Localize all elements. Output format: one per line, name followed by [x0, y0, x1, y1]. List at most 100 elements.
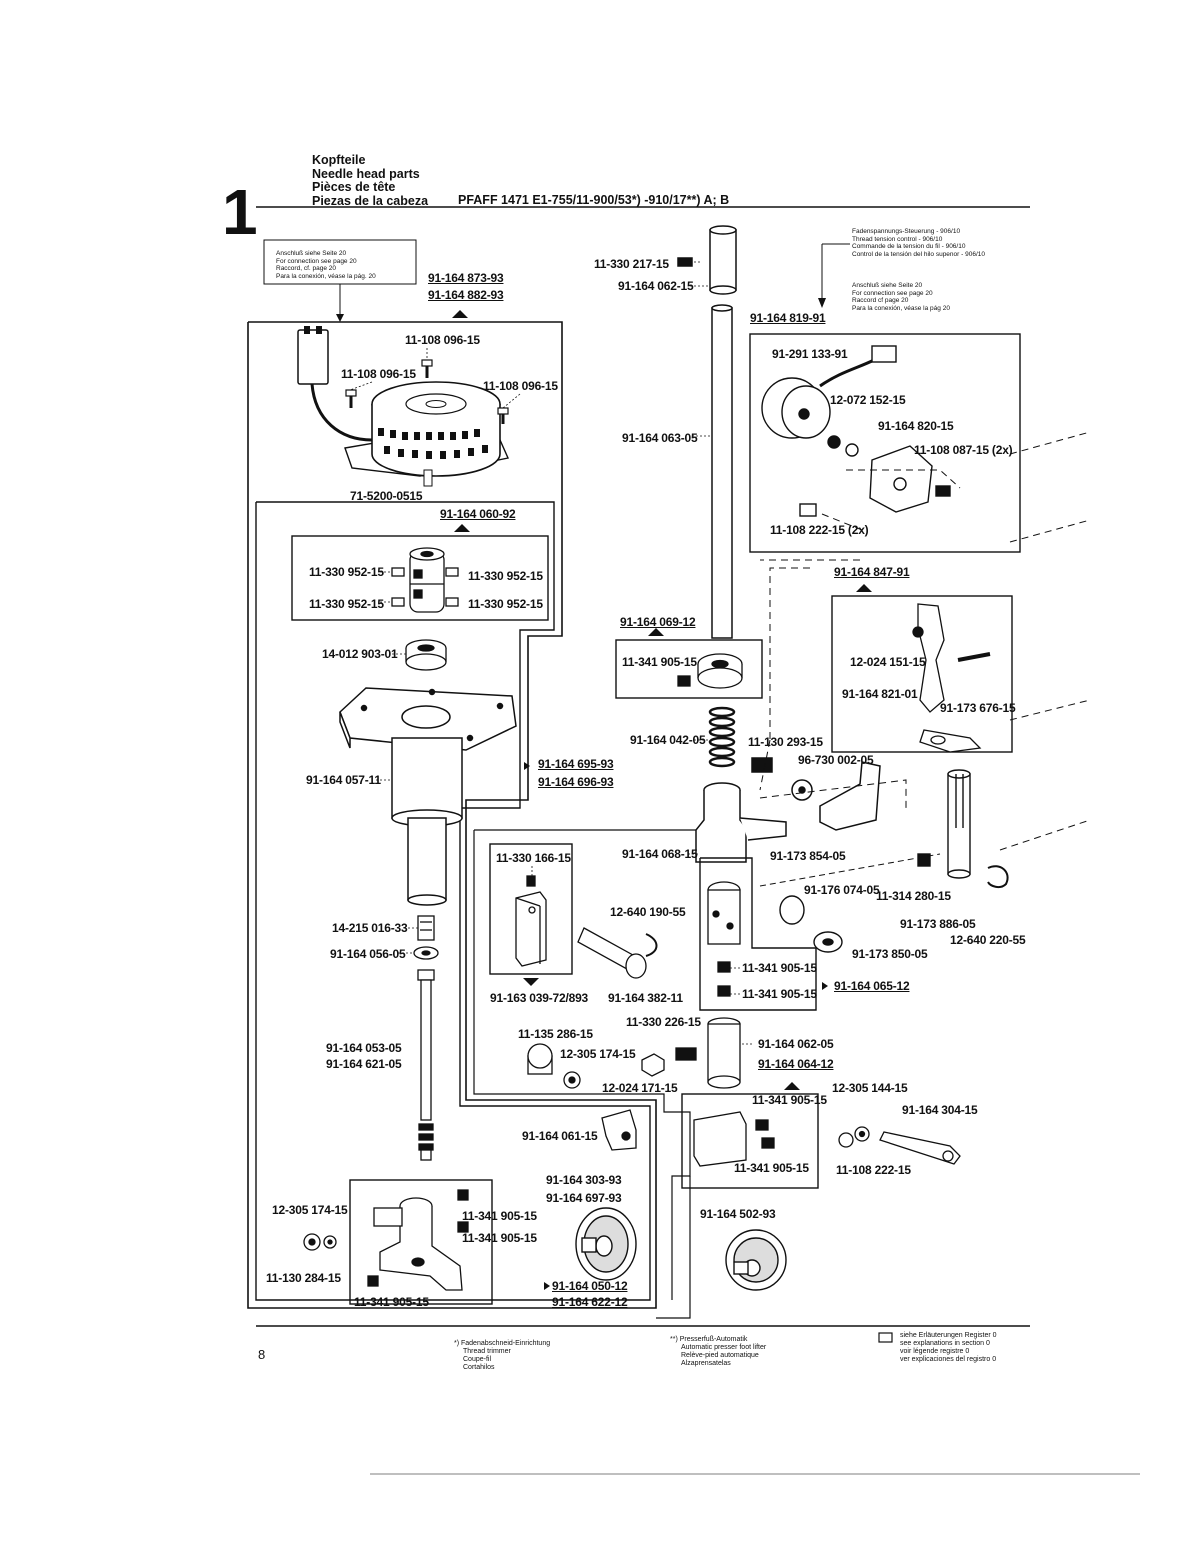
part-label: 11-341 905-15: [622, 655, 697, 669]
part-label: 91-164 821-01: [842, 687, 918, 701]
part-label: 91-164 622-12: [552, 1295, 628, 1309]
part-label: 91-164 068-15: [622, 847, 698, 861]
part-label: 91-164 063-05: [622, 431, 698, 445]
part-label: 11-108 096-15: [341, 367, 416, 381]
part-label: 11-330 952-15: [468, 569, 543, 583]
part-label: 91-164 820-15: [878, 419, 954, 433]
part-label: 96-730 002-05: [798, 753, 874, 767]
part-label: 91-164 053-05: [326, 1041, 402, 1055]
part-label: 11-108 087-15 (2x): [914, 443, 1013, 457]
footnote-thread-trimmer: *) Fadenabschneid-Einrichtung Thread tri…: [454, 1340, 551, 1371]
title-en: Needle head parts: [312, 166, 420, 181]
part-label: 12-305 174-15: [272, 1203, 348, 1217]
part-label: 71-5200-0515: [350, 489, 423, 503]
part-label: 11-341 905-15: [752, 1093, 827, 1107]
footnote-legend: siehe Erläuterungen Register 0 see expla…: [900, 1332, 997, 1363]
presser-foot-drawing: [912, 603, 991, 753]
title-es: Piezas de la cabeza: [312, 193, 429, 208]
needle-clamp-drawing: [303, 1189, 469, 1291]
part-label: 11-330 226-15: [626, 1015, 701, 1029]
tension-motor-drawing: [761, 345, 951, 517]
part-label: 91-164 304-15: [902, 1103, 978, 1117]
part-label: 11-314 280-15: [876, 889, 951, 903]
part-label: 11-130 284-15: [266, 1271, 341, 1285]
model-designation: PFAFF 1471 E1-755/11-900/53*) -910/17**)…: [458, 193, 730, 207]
subgroup-819-91: [749, 333, 1021, 553]
part-label: 11-108 222-15: [836, 1163, 911, 1177]
part-label: 11-330 166-15: [496, 851, 571, 865]
presser-bar-drawing: [677, 225, 737, 639]
part-label: 11-341 905-15: [742, 961, 817, 975]
part-label: 91-164 819-91: [750, 311, 826, 325]
part-label: 11-330 952-15: [309, 565, 384, 579]
part-label: 91-164 382-11: [608, 991, 683, 1005]
ball-bearing-drawing: [405, 639, 447, 671]
part-label: 91-164 695-93: [538, 757, 614, 771]
subgroup-166-15: [489, 843, 573, 975]
part-label: 91-163 039-72/893: [490, 991, 589, 1005]
part-label: 91-164 062-05: [758, 1037, 834, 1051]
subgroup-064-12: [681, 1093, 819, 1189]
part-label: 91-164 061-15: [522, 1129, 598, 1143]
title-de: Kopfteile: [312, 153, 366, 167]
tension-control-note: Fadenspannungs-Steuerung - 906/10 Thread…: [852, 228, 985, 258]
part-label: 91-164 060-92: [440, 507, 516, 521]
part-label: 12-640 190-55: [610, 905, 686, 919]
needle-bar-parts-drawing: [413, 915, 439, 1161]
part-label: 91-164 303-93: [546, 1173, 622, 1187]
part-label: 91-164 847-91: [834, 565, 910, 579]
part-label: 91-164 696-93: [538, 775, 614, 789]
part-label: 12-072 152-15: [830, 393, 906, 407]
connection-note-right: Anschluß siehe Seite 20 For connection s…: [852, 282, 950, 312]
lifting-shaft-drawing: [759, 769, 1009, 953]
part-label: 11-341 905-15: [462, 1209, 537, 1223]
part-label: 91-173 886-05: [900, 917, 976, 931]
part-label: 12-024 171-15: [602, 1081, 678, 1095]
part-label: 12-305 144-15: [832, 1081, 908, 1095]
part-label: 91-291 133-91: [772, 347, 848, 361]
coupling-drawing: [391, 547, 459, 613]
part-label: 12-305 174-15: [560, 1047, 636, 1061]
part-label: 12-640 220-55: [950, 933, 1026, 947]
section-titles: Kopfteile Needle head parts Pièces de tê…: [312, 153, 429, 208]
part-label: 91-164 057-11: [306, 773, 381, 787]
bevel-gear-drawing: [575, 1207, 787, 1291]
subgroup-847-91: [831, 595, 1013, 753]
assembly-outline-left: [247, 321, 657, 1309]
part-label: 91-164 050-12: [552, 1279, 628, 1293]
connection-note-left: Anschluß siehe Seite 20 For connection s…: [276, 250, 376, 280]
subgroup-069-12: [615, 639, 763, 699]
part-label: 91-164 621-05: [326, 1057, 402, 1071]
spring-drawing: [708, 706, 736, 768]
part-label: 11-130 293-15: [748, 735, 823, 749]
lower-centre-parts-drawing: [527, 1017, 741, 1089]
subgroup-060-92: [291, 535, 549, 621]
part-label: 91-164 062-15: [618, 279, 694, 293]
part-label: 91-173 676-15: [940, 701, 1016, 715]
part-label: 11-330 217-15: [594, 257, 669, 271]
footnote-presser-foot: **) Presserfuß-Automatik Automatic press…: [670, 1336, 767, 1367]
section-number: 1: [222, 176, 258, 248]
part-label: 14-215 016-33: [332, 921, 408, 935]
part-label: 91-176 074-05: [804, 883, 880, 897]
part-label: 11-341 905-15: [354, 1295, 429, 1309]
part-label: 11-108 096-15: [483, 379, 558, 393]
part-label: 91-173 854-05: [770, 849, 846, 863]
part-label: 11-108 096-15: [405, 333, 480, 347]
stud-drawing: [577, 927, 658, 979]
part-label: 91-164 042-05: [630, 733, 706, 747]
subgroup-needle-clamp: [349, 1179, 493, 1305]
part-label: 11-330 952-15: [309, 597, 384, 611]
guide-bracket-drawing: [695, 757, 881, 863]
part-label: 11-341 905-15: [462, 1231, 537, 1245]
flange-housing-drawing: [339, 687, 517, 906]
part-label: 91-164 697-93: [546, 1191, 622, 1205]
part-label: 91-164 065-12: [834, 979, 910, 993]
part-label: 91-173 850-05: [852, 947, 928, 961]
part-label: 91-164 056-05: [330, 947, 406, 961]
part-label: 91-164 069-12: [620, 615, 696, 629]
part-label: 91-164 502-93: [700, 1207, 776, 1221]
stepper-motor-drawing: [297, 326, 509, 487]
